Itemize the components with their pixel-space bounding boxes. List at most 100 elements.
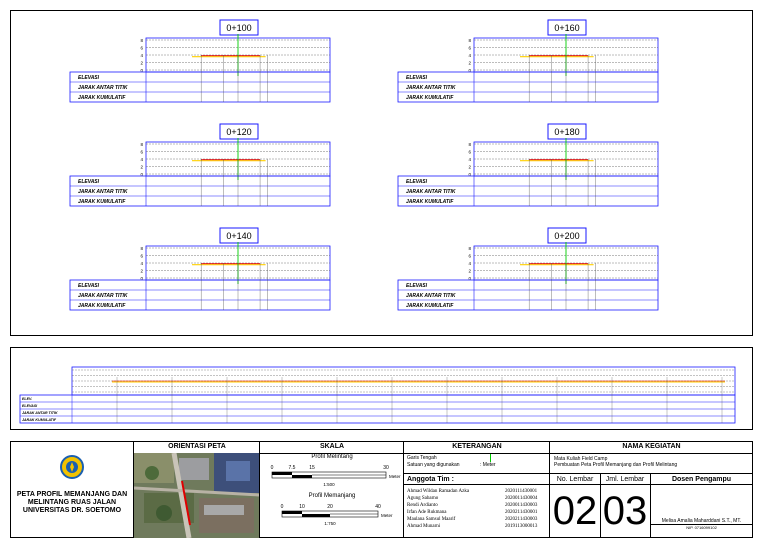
panel-station-label: 0+160 xyxy=(554,23,579,33)
orientasi-cell: ORIENTASI PETA xyxy=(134,441,260,538)
panel-label-box xyxy=(547,19,587,36)
long-profile-sheet xyxy=(10,347,753,430)
row-label: JARAK ANTAR TITIK xyxy=(406,189,456,195)
y-tick-label: 8 xyxy=(468,142,471,147)
long-row-label: JARAK KUMULATIF xyxy=(22,418,57,422)
long-row-label: JARAK ANTAR TITIK xyxy=(22,411,58,415)
y-tick-label: 0 xyxy=(140,276,143,281)
memanjang-scale-bar: 0 10 20 40 Meter 1:750 xyxy=(281,504,393,526)
panel-label-box xyxy=(547,123,587,140)
memanjang-tick-3: 40 xyxy=(375,504,381,510)
dosen-label: Dosen Pengampu xyxy=(671,476,732,483)
keterangan-header: KETERANGAN xyxy=(404,441,549,454)
memanjang-tick-0: 0 xyxy=(281,504,284,510)
y-tick-label: 6 xyxy=(468,254,471,259)
kegiatan-line-1: Mata Kuliah Field Camp xyxy=(554,456,608,462)
data-table xyxy=(397,71,659,103)
long-row-label: ELEVASI xyxy=(22,404,38,408)
y-tick-label: 4 xyxy=(140,261,143,266)
member-name: Ahmad Wildan Ramadan Azka xyxy=(407,489,470,494)
panel-label-box xyxy=(219,19,259,36)
member-nim: 2020211430001 xyxy=(505,510,538,515)
y-tick-label: 4 xyxy=(468,261,471,266)
member-row: Ahmad Wildan Ramadan Azka 2020111430001 xyxy=(407,488,547,495)
satuan-value: : Meter xyxy=(480,462,496,468)
logo-cell: PETA PROFIL MEMANJANG DAN MELINTANG RUAS… xyxy=(10,441,134,538)
member-name: Maulana Samsul Maarif xyxy=(407,517,456,522)
no-lembar-label: No. Lembar xyxy=(550,474,601,485)
row-label: JARAK KUMULATIF xyxy=(78,95,126,101)
member-name: Rendi Ardianto xyxy=(407,503,438,508)
y-tick-label: 8 xyxy=(140,142,143,147)
y-tick-label: 6 xyxy=(140,150,143,155)
member-nim: 2020011430003 xyxy=(505,503,538,508)
row-label: JARAK KUMULATIF xyxy=(406,95,454,101)
melintang-tick-3: 30 xyxy=(383,465,389,471)
member-name: Agung Sabarno xyxy=(407,496,439,501)
y-tick-label: 8 xyxy=(468,38,471,43)
data-table xyxy=(69,175,331,207)
jml-lembar-value: 03 xyxy=(600,485,651,538)
y-tick-label: 6 xyxy=(468,46,471,51)
member-row: Agung Sabarno 2020011430004 xyxy=(407,495,547,502)
garis-tengah-label: Garis Tengah xyxy=(407,455,437,461)
row-label: ELEVASI xyxy=(78,179,100,185)
member-nim: 2020111430001 xyxy=(505,489,538,494)
memanjang-tick-2: 20 xyxy=(327,504,333,510)
member-name: Ahmad Munarni xyxy=(407,524,441,529)
data-table xyxy=(69,71,331,103)
row-label: JARAK ANTAR TITIK xyxy=(78,189,128,195)
sheet-info-row xyxy=(550,473,753,485)
row-label: ELEVASI xyxy=(406,179,428,185)
y-tick-label: 2 xyxy=(140,165,143,170)
no-lembar-value: 02 xyxy=(550,485,601,538)
kegiatan-cell: NAMA KEGIATAN Mata Kuliah Field Camp Pem… xyxy=(550,441,753,538)
panel-label-box xyxy=(547,227,587,244)
dosen-nip: NIP. 0716099102 xyxy=(650,524,753,530)
keterangan-cell: KETERANGAN Garis Tengah Satuan yang digu… xyxy=(404,441,550,538)
row-label: JARAK KUMULATIF xyxy=(78,303,126,309)
data-table xyxy=(397,279,659,311)
y-tick-label: 0 xyxy=(140,172,143,177)
y-tick-label: 0 xyxy=(468,276,471,281)
memanjang-unit: Meter xyxy=(381,513,393,518)
panel-station-label: 0+100 xyxy=(226,23,251,33)
member-row: Ahmad Munarni 2019113000013 xyxy=(407,523,547,530)
title-block xyxy=(10,441,753,538)
y-tick-label: 8 xyxy=(140,38,143,43)
member-nim: 2020011430004 xyxy=(505,496,538,501)
melintang-unit: Meter xyxy=(389,474,401,479)
melintang-ratio: 1:500 xyxy=(323,482,335,487)
kegiatan-line-2: Pembuatan Peta Profil Memanjang dan Prof… xyxy=(554,462,678,468)
y-tick-label: 6 xyxy=(468,150,471,155)
memanjang-tick-1: 10 xyxy=(299,504,305,510)
y-tick-label: 4 xyxy=(468,157,471,162)
melintang-tick-0: 0 xyxy=(271,465,274,471)
y-tick-label: 6 xyxy=(140,46,143,51)
memanjang-ratio: 1:750 xyxy=(324,521,336,526)
data-table xyxy=(69,279,331,311)
row-label: JARAK ANTAR TITIK xyxy=(406,85,456,91)
y-tick-label: 2 xyxy=(468,165,471,170)
y-tick-label: 6 xyxy=(140,254,143,259)
melintang-scale-bar: 0 7.5 15 30 Meter 1:500 xyxy=(271,465,401,487)
garis-tengah-legend-icon xyxy=(490,454,491,462)
member-row: Rendi Ardianto 2020011430003 xyxy=(407,502,547,509)
y-tick-label: 4 xyxy=(468,53,471,58)
member-nim: 2019113000013 xyxy=(505,524,538,529)
melintang-tick-1: 7.5 xyxy=(289,465,296,471)
row-label: JARAK ANTAR TITIK xyxy=(78,85,128,91)
data-table xyxy=(397,175,659,207)
y-tick-label: 8 xyxy=(140,246,143,251)
university-seal-icon xyxy=(60,455,84,479)
row-label: JARAK KUMULATIF xyxy=(406,303,454,309)
y-tick-label: 4 xyxy=(140,53,143,58)
row-label: JARAK KUMULATIF xyxy=(78,199,126,205)
row-label: JARAK ANTAR TITIK xyxy=(406,293,456,299)
